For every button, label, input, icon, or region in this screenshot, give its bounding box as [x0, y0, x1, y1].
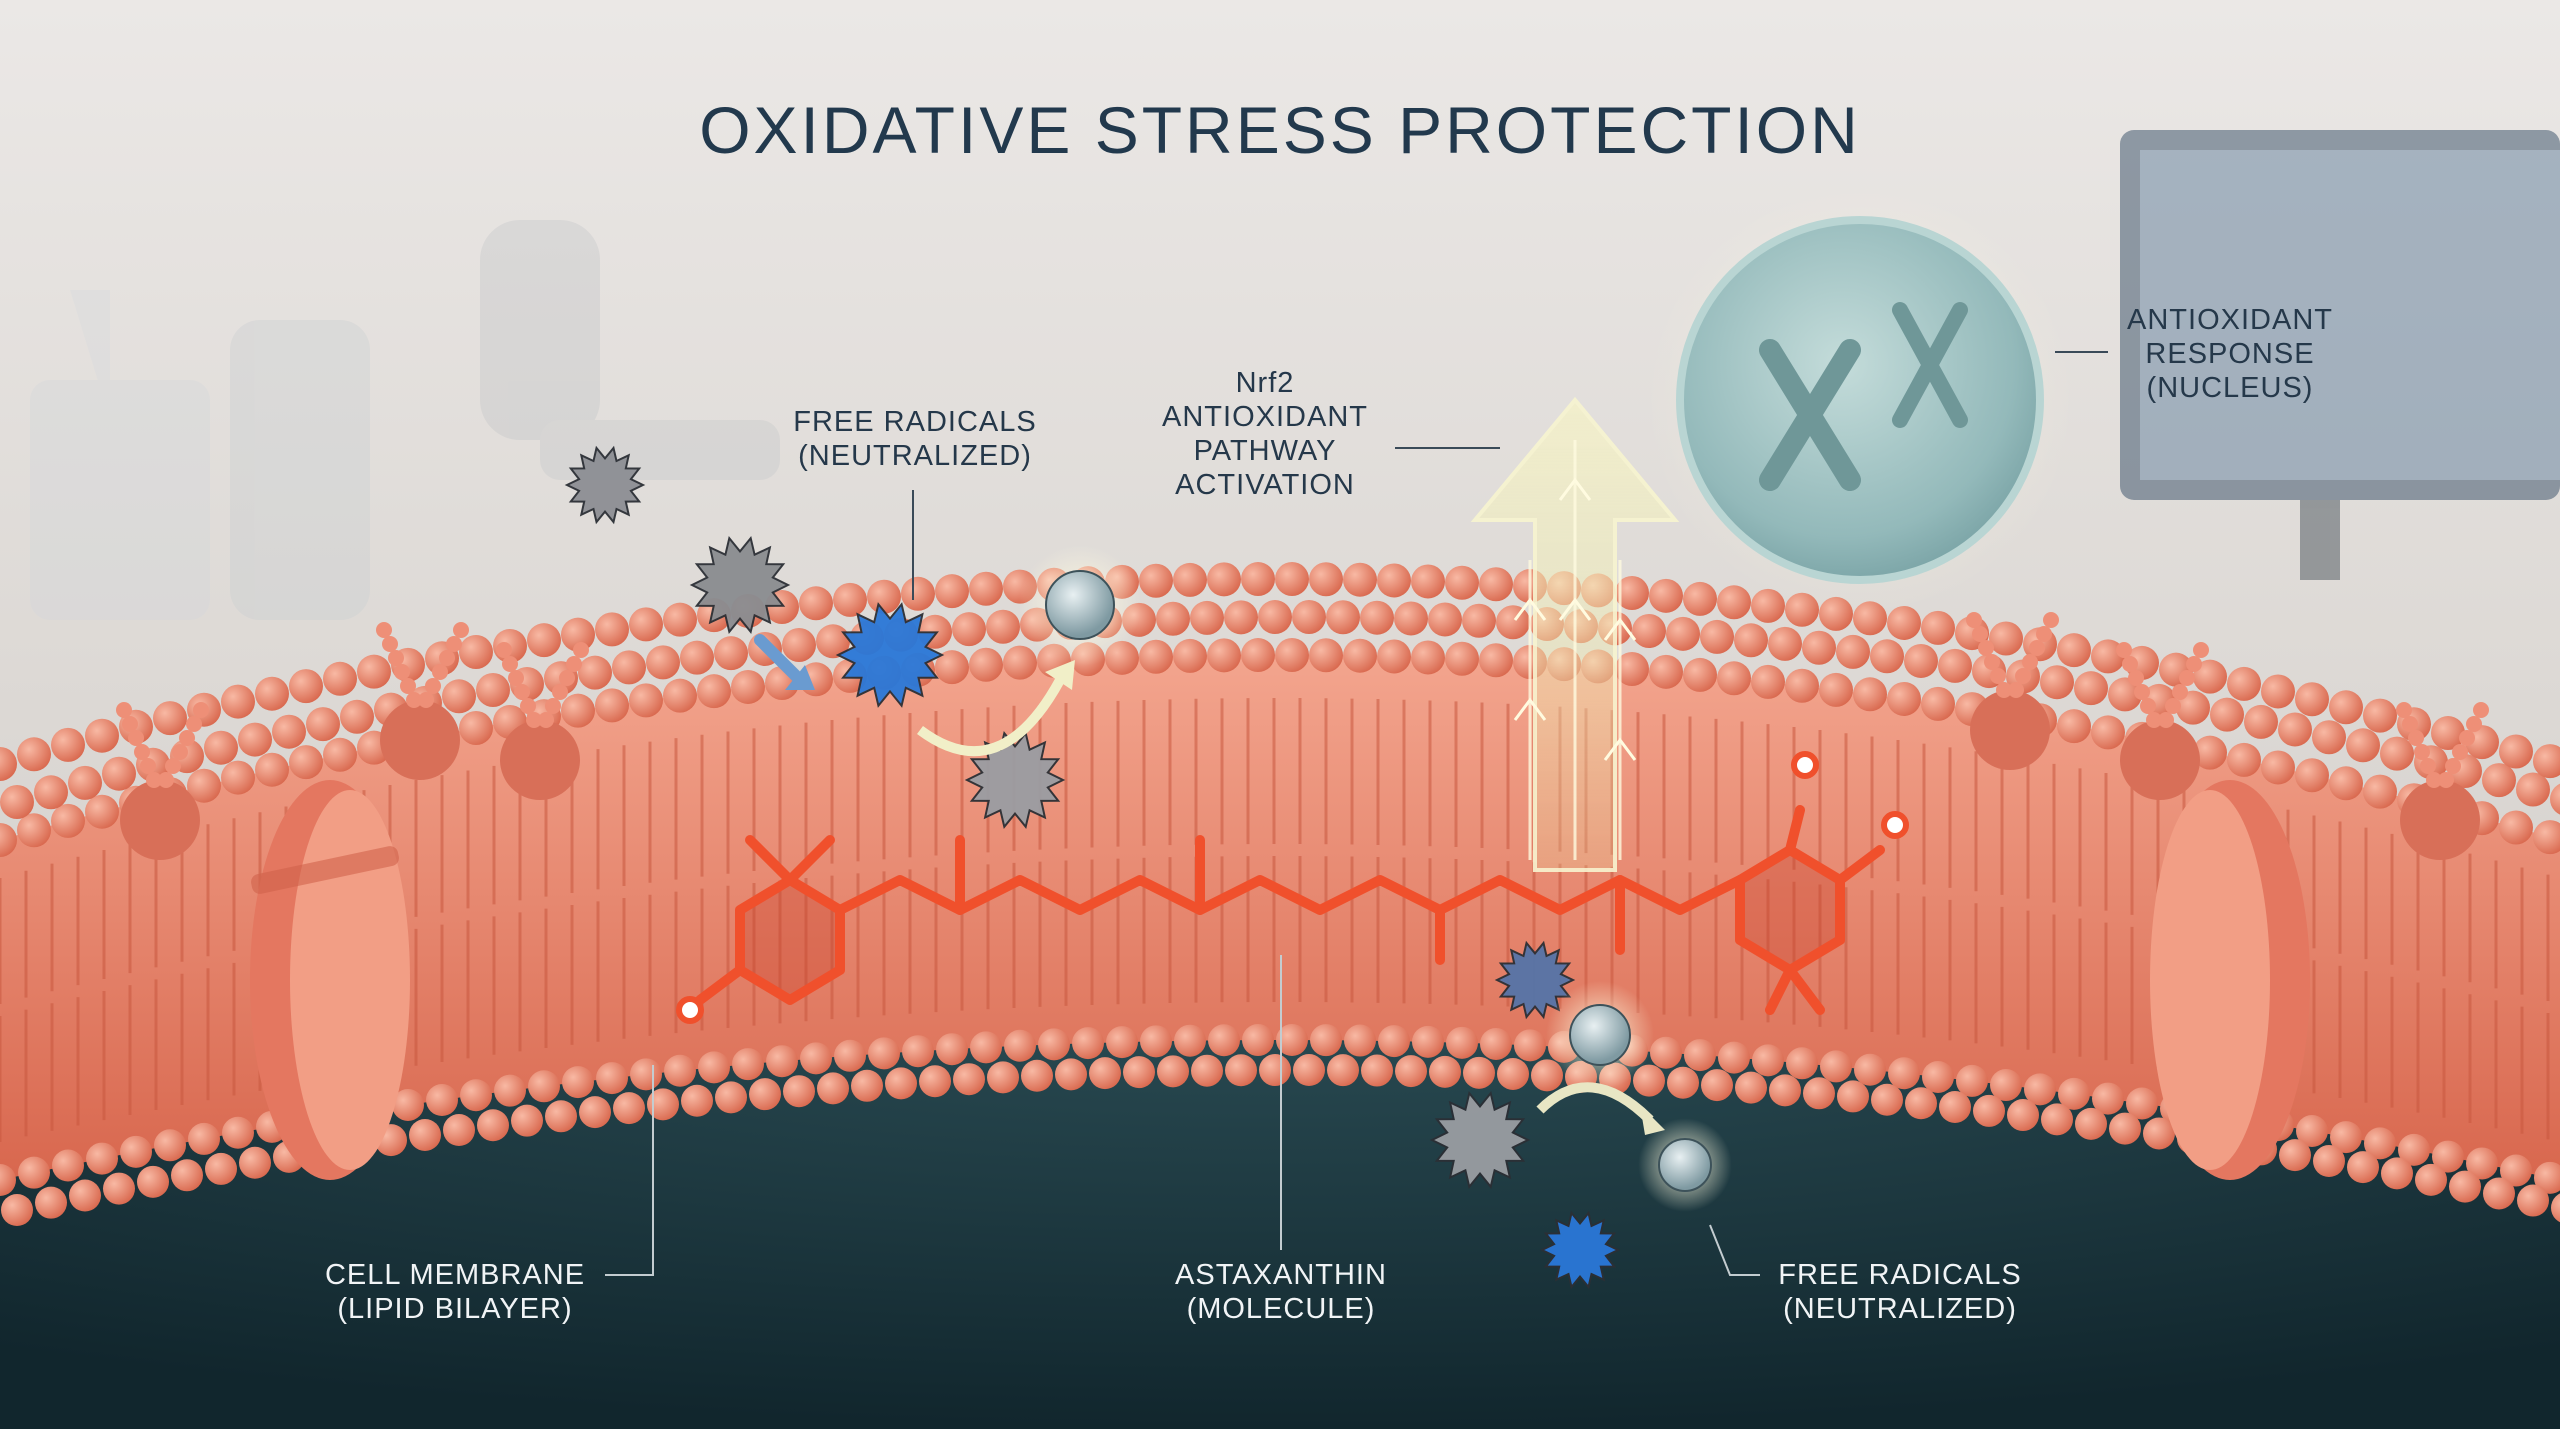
neutralization-arrows	[754, 634, 1665, 1135]
label-nrf2: Nrf2 ANTIOXIDANT PATHWAY ACTIVATION	[1130, 366, 1400, 502]
label-cell-membrane-line1: CELL MEMBRANE	[324, 1259, 586, 1291]
label-nucleus-line3: (NUCLEUS)	[2146, 372, 2314, 404]
label-astaxanthin: ASTAXANTHIN (MOLECULE)	[1131, 1258, 1431, 1326]
membrane-protein-right	[2150, 780, 2310, 1180]
label-nrf2-line4: ACTIVATION	[1175, 469, 1355, 501]
membrane-protein-left	[250, 780, 410, 1180]
label-free-radicals-top: FREE RADICALS (NEUTRALIZED)	[770, 405, 1060, 473]
label-free-radicals-top-line1: FREE RADICALS	[793, 406, 1037, 438]
nrf2-pathway-arrow	[1470, 396, 1680, 872]
label-nrf2-line1: Nrf2	[1235, 367, 1295, 399]
label-nucleus-line1: ANTIOXIDANT	[2127, 304, 2333, 336]
lab-monitor	[2120, 130, 2560, 580]
leader-lines	[605, 351, 2108, 1276]
label-nrf2-line3: PATHWAY	[1193, 435, 1337, 467]
label-nucleus: ANTIOXIDANT RESPONSE (NUCLEUS)	[2105, 303, 2355, 405]
label-nrf2-line2: ANTIOXIDANT	[1162, 401, 1368, 433]
label-cell-membrane-line2: (LIPID BILAYER)	[337, 1293, 573, 1325]
label-astaxanthin-line2: (MOLECULE)	[1186, 1293, 1376, 1325]
astaxanthin-molecule	[676, 751, 1909, 1024]
lab-glassware	[30, 220, 780, 620]
chromosome-icon	[1759, 302, 1968, 491]
label-free-radicals-top-line2: (NEUTRALIZED)	[798, 440, 1032, 472]
label-free-radicals-bottom-line1: FREE RADICALS	[1778, 1259, 2022, 1291]
label-nucleus-line2: RESPONSE	[2145, 338, 2315, 370]
nucleus	[1645, 185, 2075, 615]
page-title: OXIDATIVE STRESS PROTECTION	[699, 93, 1861, 167]
lipid-bilayer	[0, 655, 2560, 1180]
label-free-radicals-bottom: FREE RADICALS (NEUTRALIZED)	[1755, 1258, 2045, 1326]
free-radicals	[564, 445, 1732, 1290]
label-cell-membrane: CELL MEMBRANE (LIPID BILAYER)	[305, 1258, 605, 1326]
label-astaxanthin-line1: ASTAXANTHIN	[1175, 1259, 1387, 1291]
label-free-radicals-bottom-line2: (NEUTRALIZED)	[1783, 1293, 2017, 1325]
glycoprotein-receptors	[116, 612, 2489, 860]
